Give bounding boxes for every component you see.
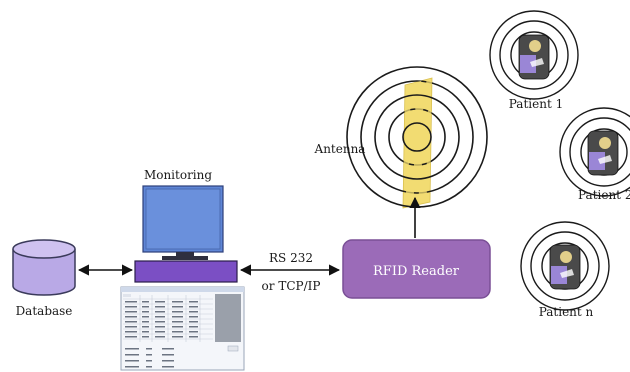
database-icon — [12, 239, 76, 296]
link-label-line1: RS 232 — [269, 251, 313, 265]
patient-2-label: Patient 2 — [578, 188, 630, 202]
patient-tag-icon — [559, 107, 630, 197]
patient-n-label: Patient n — [539, 305, 594, 319]
rfid-reader-box — [342, 239, 491, 299]
antenna-label: Antenna — [314, 142, 366, 156]
link-label-line2: or TCP/IP — [262, 279, 321, 293]
database-label: Database — [16, 304, 73, 318]
software-window-thumbnail — [120, 286, 245, 371]
patient-tag-icon — [520, 221, 610, 311]
patient-1-label: Patient 1 — [509, 97, 563, 111]
desktop-computer-icon — [134, 185, 238, 283]
rfid-reader-label: RFID Reader — [373, 264, 460, 279]
patient-tag-icon — [489, 10, 579, 100]
monitoring-label: Monitoring — [144, 168, 212, 182]
rfid-antenna-icon — [346, 66, 488, 209]
